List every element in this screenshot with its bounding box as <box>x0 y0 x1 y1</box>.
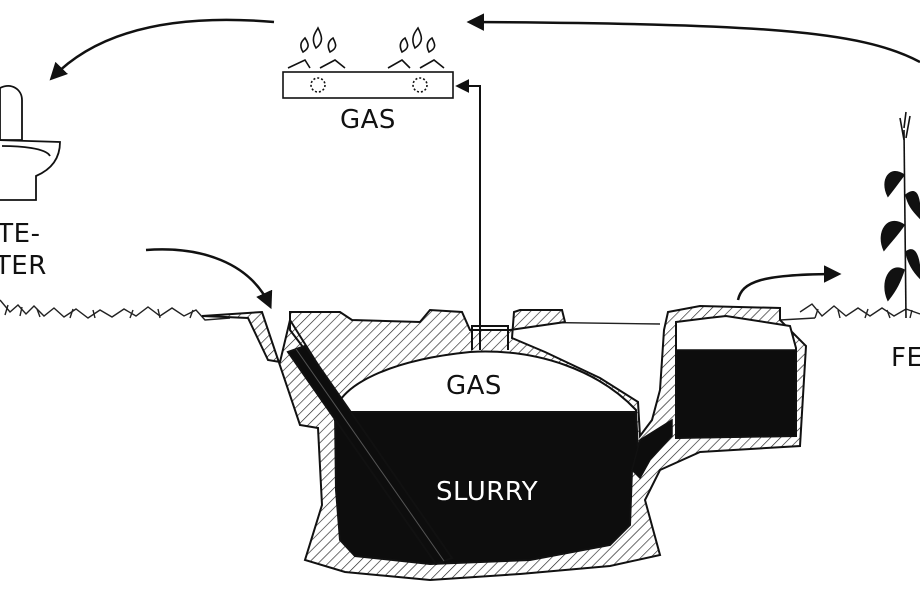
overflow-slurry <box>675 349 797 439</box>
digester-gas-label: GAS <box>446 371 502 401</box>
inlet-pipe <box>286 344 454 566</box>
gas-stove-icon <box>282 26 454 99</box>
corn-plant-icon <box>880 111 920 319</box>
gas-dome-cavity <box>334 350 637 432</box>
flame-left <box>300 26 337 54</box>
gas-stove-label: GAS <box>340 105 396 135</box>
outlet-channel <box>631 418 673 480</box>
flame-right <box>399 26 436 54</box>
gas-outlet-pipe <box>455 79 509 350</box>
flow-arrow-toilet <box>49 18 275 81</box>
flow-arrow-inlet <box>145 248 273 310</box>
slurry-label: SLURRY <box>436 477 539 507</box>
fertilizer-label: FE <box>891 343 920 373</box>
wastewater-label-line2: VATER <box>0 251 47 281</box>
toilet-icon <box>0 85 61 201</box>
ground-grass <box>0 299 920 321</box>
flow-arrow-return <box>466 13 920 64</box>
flow-arrow-outlet <box>736 265 842 301</box>
